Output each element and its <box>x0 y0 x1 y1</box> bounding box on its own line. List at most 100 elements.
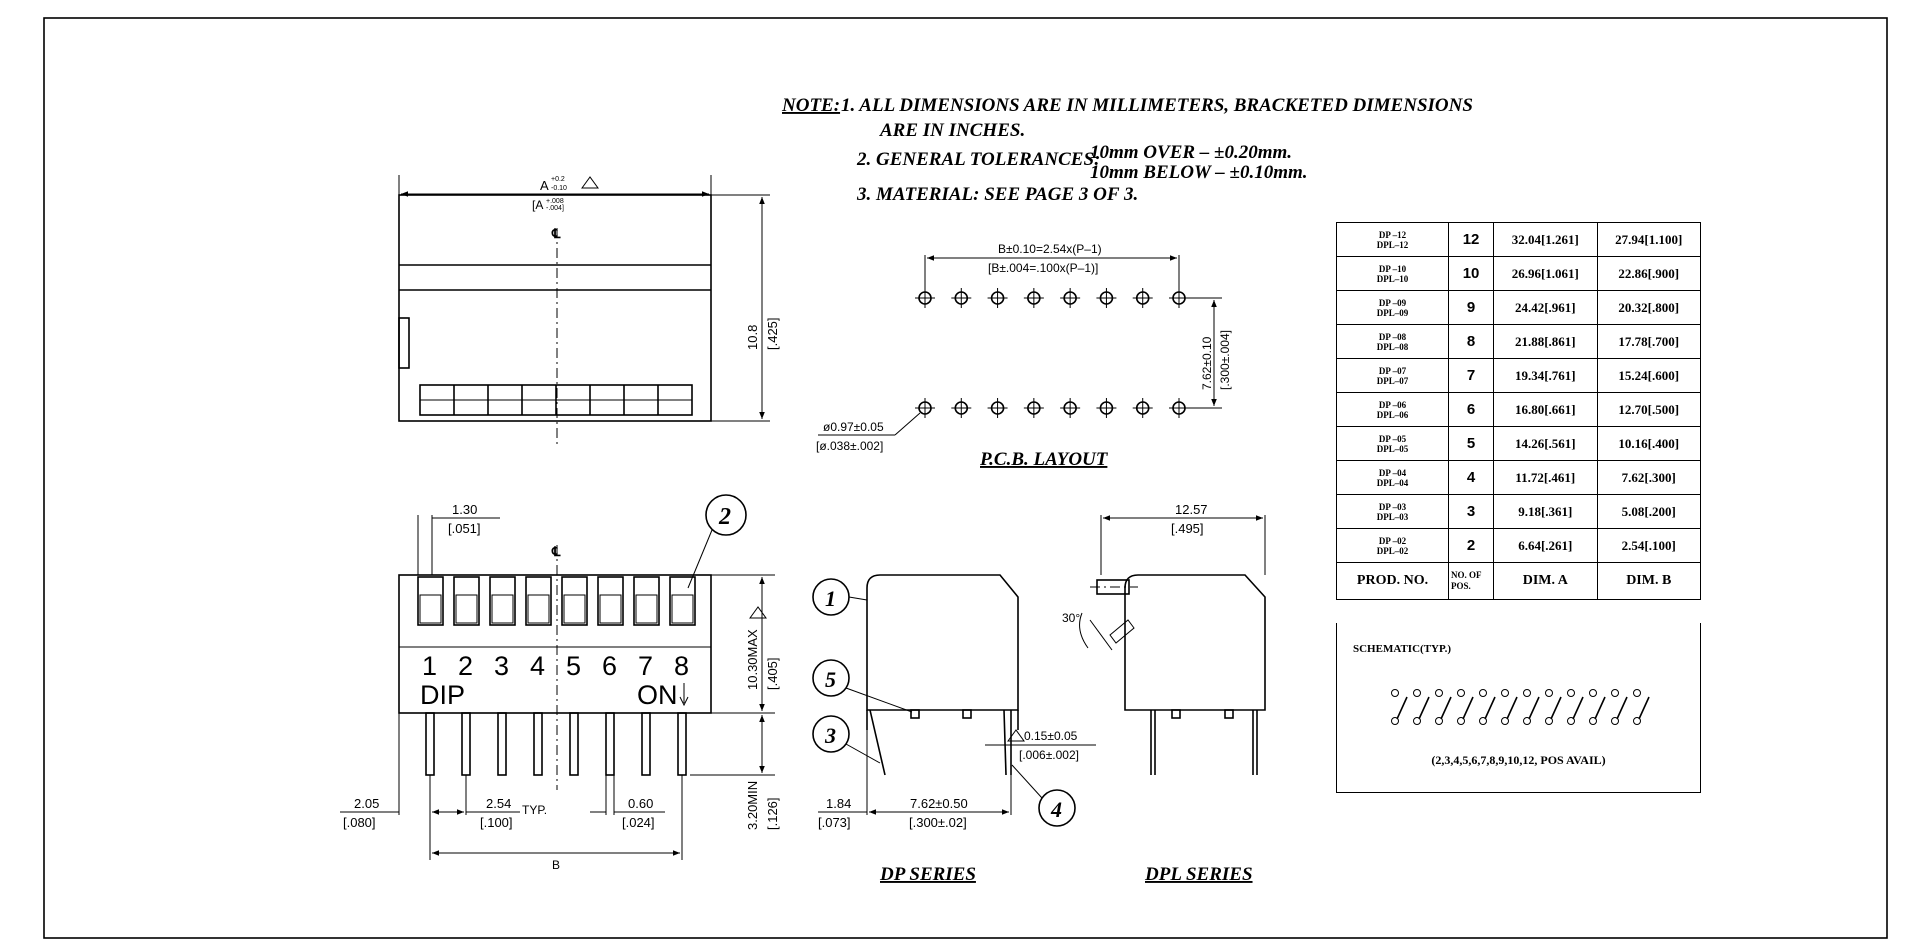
top-centerline-mark: ℄ <box>551 226 561 241</box>
dim-1-30-inch: [.051] <box>448 521 481 536</box>
dim-2-54-inch: [.100] <box>480 815 513 830</box>
pos-count: 3 <box>1448 494 1495 529</box>
sheet-border <box>43 17 1888 939</box>
dim-a-label: A <box>540 178 549 193</box>
dim-b-label: B <box>552 858 560 872</box>
dim-a-value: 19.34[.761] <box>1493 358 1598 393</box>
switch-number: 5 <box>566 651 581 681</box>
header-no-of: NO. OF <box>1451 570 1482 580</box>
dim-0-60: 0.60 <box>628 796 653 811</box>
dim-a-value: 11.72[.461] <box>1493 460 1598 495</box>
dp-series-view: 1 5 3 4 0.15±0.05 [.006±.002] 1.84 [.073… <box>812 574 1096 885</box>
prod-no: DP –09 <box>1378 297 1407 308</box>
dim-b-value: 15.24[.600] <box>1596 358 1701 393</box>
dim-a-value: 32.04[1.261] <box>1493 222 1598 257</box>
pcb-row-dim-inch: [.300±.004] <box>1218 330 1232 390</box>
dim-b-value: 22.86[.900] <box>1596 256 1701 291</box>
note-line-2: 2. GENERAL TOLERANCES: <box>856 149 1100 170</box>
switch-number: 6 <box>602 651 617 681</box>
dim-3-20min-inch: [.126] <box>765 797 780 830</box>
dim-a-inch: [A <box>532 198 543 212</box>
prod-no: DPL–03 <box>1376 511 1409 522</box>
dim-2-05: 2.05 <box>354 796 379 811</box>
pos-count: 2 <box>1448 528 1495 563</box>
switch-number: 7 <box>638 651 653 681</box>
dp-thk-dim-inch: [.006±.002] <box>1019 748 1079 762</box>
prod-no: DPL–10 <box>1376 273 1409 284</box>
prod-no: DP –10 <box>1378 263 1407 274</box>
pcb-dim-b: B±0.10=2.54x(P–1) <box>998 242 1102 256</box>
dp-series-title: DP SERIES <box>879 864 976 885</box>
dim-a-value: 24.42[.961] <box>1493 290 1598 325</box>
switch-number: 4 <box>530 651 545 681</box>
switch-number: 1 <box>422 651 437 681</box>
pos-count: 7 <box>1448 358 1495 393</box>
dp-left-dim-inch: [.073] <box>818 815 851 830</box>
prod-no: DP –12 <box>1378 229 1407 240</box>
dim-b-value: 2.54[.100] <box>1596 528 1701 563</box>
prod-no: DP –02 <box>1378 535 1407 546</box>
dim-b-value: 27.94[1.100] <box>1596 222 1701 257</box>
pcb-layout: B±0.10=2.54x(P–1) [B±.004=.100x(P–1)] 7.… <box>816 242 1232 470</box>
dp-thk-dim: 0.15±0.05 <box>1024 729 1078 743</box>
pcb-row-dim: 7.62±0.10 <box>1200 336 1214 390</box>
dim-10-30max-inch: [.405] <box>765 657 780 690</box>
dpl-series-title: DPL SERIES <box>1144 864 1253 885</box>
prod-no: DPL–02 <box>1376 545 1409 556</box>
dim-b-value: 20.32[.800] <box>1596 290 1701 325</box>
pos-count: 6 <box>1448 392 1495 427</box>
dim-a-value: 26.96[1.061] <box>1493 256 1598 291</box>
dim-b-value: 10.16[.400] <box>1596 426 1701 461</box>
schematic-title: SCHEMATIC(TYP.) <box>1353 643 1452 655</box>
dpl-angle: 30° <box>1062 611 1080 625</box>
front-switch-numbers: 1 2 3 4 5 6 7 8 <box>422 651 689 681</box>
svg-text:2: 2 <box>718 504 731 530</box>
dim-b-value: 17.78[.700] <box>1596 324 1701 359</box>
svg-text:-.004]: -.004] <box>546 205 564 212</box>
dim-2-54-typ: TYP. <box>522 803 547 817</box>
front-switch-actuators <box>417 576 696 626</box>
prod-no: DP –04 <box>1378 467 1407 478</box>
dim-b-value: 12.70[.500] <box>1596 392 1701 427</box>
note-label: NOTE: <box>781 95 840 116</box>
pos-count: 12 <box>1448 222 1495 257</box>
svg-text:-0.10: -0.10 <box>551 185 567 192</box>
dim-10-30max: 10.30MAX <box>745 629 760 690</box>
on-arrow-icon <box>679 683 689 707</box>
svg-text:4: 4 <box>1050 797 1062 822</box>
dim-a-value: 9.18[.361] <box>1493 494 1598 529</box>
prod-no: DP –06 <box>1378 399 1407 410</box>
prod-no: DPL–09 <box>1376 307 1409 318</box>
header-prod-no: PROD. NO. <box>1335 562 1450 600</box>
dim-3-20min: 3.20MIN <box>745 781 760 830</box>
prod-no: DPL–12 <box>1376 239 1409 250</box>
pcb-holes-bottom <box>915 398 1189 418</box>
dim-2-54: 2.54 <box>486 796 511 811</box>
notes-block: NOTE: 1. ALL DIMENSIONS ARE IN MILLIMETE… <box>781 95 1473 205</box>
dpl-width-dim: 12.57 <box>1175 502 1208 517</box>
note-line-1b: ARE IN INCHES. <box>879 120 1025 141</box>
pos-count: 8 <box>1448 324 1495 359</box>
pos-count: 10 <box>1448 256 1495 291</box>
prod-no: DP –03 <box>1378 501 1407 512</box>
prod-no: DPL–06 <box>1376 409 1409 420</box>
prod-no: DPL–07 <box>1376 375 1409 386</box>
switch-number: 2 <box>458 651 473 681</box>
pcb-dim-b-inch: [B±.004=.100x(P–1)] <box>988 261 1098 275</box>
front-view: 1 2 3 4 5 6 7 8 DIP ON ℄ 1.30 [.051] <box>340 494 780 872</box>
dim-0-60-inch: [.024] <box>622 815 655 830</box>
switch-number: 3 <box>494 651 509 681</box>
pos-count: 4 <box>1448 460 1495 495</box>
dim-a-value: 14.26[.561] <box>1493 426 1598 461</box>
dp-left-dim: 1.84 <box>826 796 851 811</box>
dim-2-05-inch: [.080] <box>343 815 376 830</box>
